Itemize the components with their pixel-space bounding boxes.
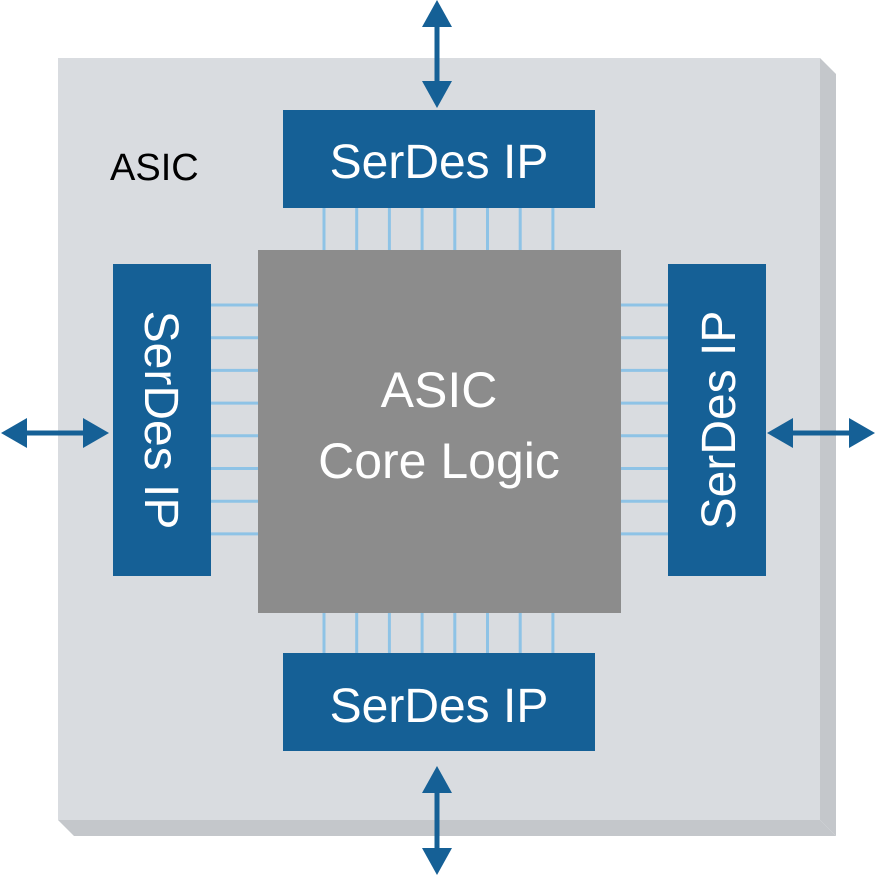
serdes-label-bottom: SerDes IP <box>330 680 549 733</box>
serdes-label-left: SerDes IP <box>134 311 187 530</box>
serdes-block-right <box>668 264 766 576</box>
core-label-line1: ASIC <box>381 362 498 418</box>
core-logic-block <box>258 250 621 613</box>
arrow-bottom <box>422 766 452 875</box>
arrow-top <box>422 0 452 108</box>
board-side-bottom <box>58 820 836 836</box>
serdes-label-top: SerDes IP <box>330 136 549 189</box>
serdes-label-right: SerDes IP <box>693 311 746 530</box>
board-label: ASIC <box>110 147 199 189</box>
serdes-block-left <box>113 264 211 576</box>
arrow-right <box>767 418 875 448</box>
lane-group <box>211 208 668 653</box>
core-label-line2: Core Logic <box>318 433 560 489</box>
board-side-right <box>820 58 836 836</box>
arrow-left <box>1 418 109 448</box>
serdes-block-bottom <box>283 653 595 751</box>
serdes-block-top <box>283 110 595 208</box>
